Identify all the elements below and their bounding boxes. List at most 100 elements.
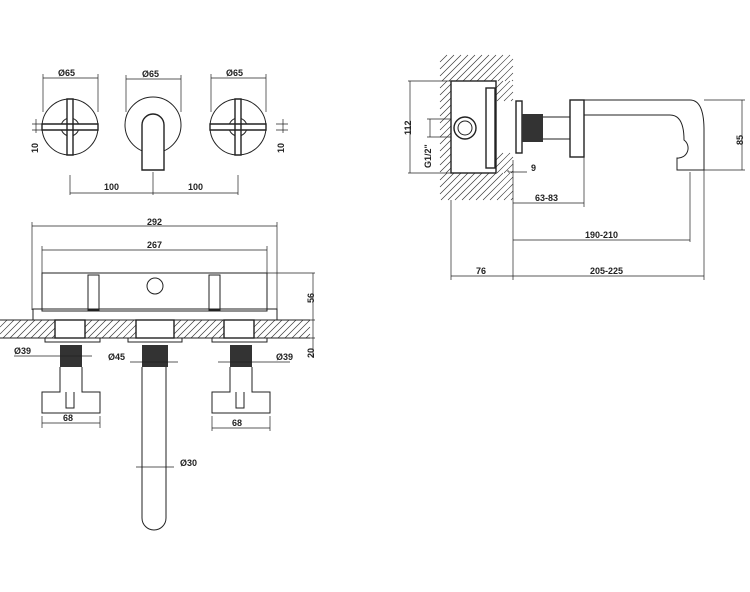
dim-handle-right: 68 [232, 418, 242, 428]
right-handle-top [209, 98, 267, 156]
knurl-side [522, 114, 543, 142]
hatch-line [253, 319, 269, 335]
hatch-line [439, 172, 455, 188]
dim-projection-b: 190-210 [585, 230, 618, 240]
dim-offset-left: 10 [30, 143, 40, 153]
dim-box-height: 112 [403, 120, 413, 135]
hatch-line [489, 176, 514, 201]
hatch-line [439, 97, 452, 110]
dim-spacing-right: 100 [188, 182, 203, 192]
dim-dia-left: Ø65 [58, 68, 75, 78]
hatch-line [439, 54, 455, 70]
hatch-line [2, 319, 22, 339]
hatch-line [439, 153, 452, 166]
side-view: 112 G1/2" 85 9 63-83 190-210 205-225 76 [403, 54, 745, 280]
hatch-line [129, 331, 137, 339]
hatch-line [94, 319, 114, 339]
dim-wall: 20 [306, 348, 316, 358]
hatch-line [503, 163, 514, 174]
dim-projection-c: 205-225 [590, 266, 623, 276]
left-handle-top [41, 98, 99, 156]
hatch-line [87, 319, 107, 339]
hatch-line [462, 54, 490, 82]
hatch-line [176, 319, 196, 339]
hatch-line [441, 54, 469, 82]
dim-dia-right: Ø65 [226, 68, 243, 78]
hatch-line [439, 54, 448, 63]
hatch-line [490, 58, 514, 82]
hatch-line [495, 152, 504, 161]
hatch-line [440, 172, 469, 201]
hatch-line [204, 319, 224, 339]
hatch-line [454, 172, 483, 201]
hatch-line [495, 80, 504, 89]
wall-hatch-side [439, 54, 514, 201]
dim-spacing-left: 100 [104, 182, 119, 192]
hatch-line [298, 326, 311, 339]
knurl-mid [142, 345, 168, 367]
hatch-line [439, 125, 452, 138]
hatch-line [496, 183, 514, 201]
hatch-line [445, 167, 452, 174]
top-view: Ø65 Ø65 Ø65 10 10 100 100 [30, 68, 288, 195]
dim-dia-mid-knurl: Ø45 [108, 352, 125, 362]
hatch-line [496, 84, 514, 102]
hatch-line [468, 172, 497, 201]
dim-thread: G1/2" [423, 144, 433, 168]
hatch-line [122, 324, 137, 339]
hatch-line [510, 98, 514, 102]
hatch-line [455, 54, 483, 82]
hatch-line [503, 91, 514, 102]
hatch-line [495, 152, 511, 168]
hatch-line [439, 160, 452, 173]
hatch-line [115, 319, 135, 339]
hatch-line [253, 319, 262, 328]
hatch-line [173, 319, 189, 335]
hatch-line [496, 156, 514, 174]
dim-width-inner: 267 [147, 240, 162, 250]
dim-flange: 9 [531, 163, 536, 173]
hatch-line [439, 132, 452, 145]
hatch-line [44, 327, 56, 339]
hatch-line [23, 319, 43, 339]
hatch-line [475, 172, 504, 201]
hatch-line [503, 190, 514, 201]
hatch-line [16, 319, 36, 339]
hatch-line [476, 54, 504, 82]
hatch-line [291, 319, 311, 339]
hatch-line [448, 54, 476, 82]
hatch-line [284, 319, 304, 339]
hatch-line [37, 320, 56, 339]
dim-dia-right-knurl: Ø39 [276, 352, 293, 362]
dim-offset-right: 10 [276, 143, 286, 153]
hatch-line [439, 104, 452, 117]
dim-spout-height: 85 [735, 135, 745, 145]
hatch-line [108, 319, 128, 339]
hatch-line [504, 72, 514, 82]
dim-width-total: 292 [147, 217, 162, 227]
hatch-line [0, 319, 15, 335]
hatch-line [439, 118, 452, 131]
hatch-line [30, 319, 50, 339]
hatch-line [439, 54, 462, 77]
hatch-line [197, 319, 217, 339]
hatch-line [190, 319, 210, 339]
dim-box-depth: 76 [476, 266, 486, 276]
hatch-line [0, 319, 8, 328]
dim-spout-dia: Ø30 [180, 458, 197, 468]
hatch-line [495, 80, 511, 96]
hatch-line [469, 54, 497, 82]
hatch-line [218, 332, 225, 339]
hatch-line [439, 80, 448, 89]
hatch-line [439, 139, 452, 152]
hatch-line [256, 319, 276, 339]
hatch-line [101, 319, 121, 339]
hatch-line [9, 319, 29, 339]
wall-hatch [0, 319, 311, 339]
dim-dia-left-knurl: Ø39 [14, 346, 31, 356]
hatch-line [277, 319, 297, 339]
hatch-line [305, 333, 311, 339]
hatch-line [482, 172, 511, 201]
hatch-line [84, 319, 93, 328]
